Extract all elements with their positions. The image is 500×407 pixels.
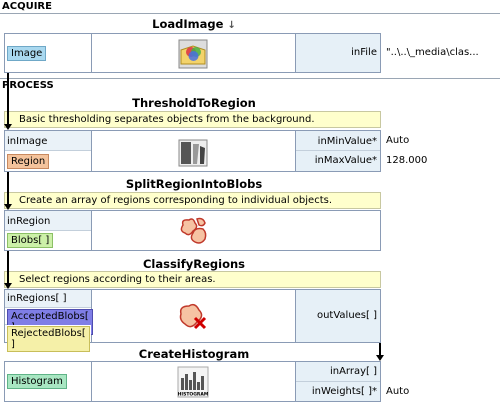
port-tag: RejectedBlobs[ ] [7,326,90,352]
output-port-histogram[interactable]: Histogram [5,362,91,401]
histogram-icon: HISTOGRAM [177,366,209,398]
input-port-inimage[interactable]: inImage [5,131,91,151]
histogram-icon-caption: HISTOGRAM [178,392,209,398]
params-column: inMinValue* inMaxValue* [295,131,380,171]
inputs-column: inImage Region [5,131,92,171]
param-inmaxvalue[interactable]: inMaxValue* [314,155,377,166]
output-port-rejectedblobs[interactable]: RejectedBlobs[ ] [5,325,91,352]
port-tag: Image [7,46,47,61]
arrow-down-icon [4,283,12,289]
classify-icon [179,303,207,330]
param-outvalues[interactable]: outValues[ ] [316,310,377,321]
filter-title-classifyregions[interactable]: ClassifyRegions [142,257,246,271]
arrow-down-icon [4,124,12,130]
filter-comment: Create an array of regions corresponding… [4,192,381,209]
threshold-icon [178,139,208,167]
port-tag: Blobs[ ] [7,233,54,248]
arrow-down-icon [4,204,12,210]
param-infile[interactable]: inFile [351,47,377,58]
filter-box-createhistogram[interactable]: Histogram HISTOGRAM inArray[ ] inWeights… [4,361,381,402]
port-tag: Region [7,154,50,169]
input-port-inregions[interactable]: inRegions[ ] [5,290,91,308]
output-port-region[interactable]: Region [5,151,91,171]
inputs-column: inRegions[ ] AcceptedBlobs[ ] RejectedBl… [5,290,93,352]
param-value-inweights[interactable]: Auto [386,386,410,397]
filter-title-text: LoadImage [152,17,224,31]
output-port-acceptedblobs[interactable]: AcceptedBlobs[ ] [5,308,93,335]
filter-comment: Basic thresholding separates objects fro… [4,111,381,128]
input-port-inregion[interactable]: inRegion [5,211,91,231]
filter-title-loadimage[interactable]: LoadImage ↓ [4,17,384,31]
connection-line [7,73,9,128]
filter-icon-area: HISTOGRAM [91,362,296,401]
filter-title-createhistogram[interactable]: CreateHistogram [138,347,250,361]
section-acquire: ACQUIRE [2,1,52,12]
load-image-icon [178,39,208,69]
filter-box-loadimage[interactable]: Image inFile [4,33,381,73]
filter-icon-area [91,211,296,250]
filter-box-thresholdtoregion[interactable]: inImage Region inMinValue* inMaxValue* [4,130,381,172]
blobs-icon [180,217,207,244]
param-value-inminvalue[interactable]: Auto [386,135,410,146]
connection-line [379,343,381,358]
params-column: inArray[ ] inWeights[ ]* [295,362,380,401]
filter-box-classifyregions[interactable]: inRegions[ ] AcceptedBlobs[ ] RejectedBl… [4,289,381,352]
filter-icon-area [91,34,296,72]
param-inarray[interactable]: inArray[ ] [296,362,380,382]
filter-box-splitregionintoblobs[interactable]: inRegion Blobs[ ] [4,210,381,251]
section-separator [0,13,500,14]
section-separator [0,78,500,79]
param-value-inmaxvalue[interactable]: 128.000 [386,155,428,166]
inputs-column: Histogram [5,362,92,401]
params-column: outValues[ ] [295,290,380,342]
arrow-down-icon: ↓ [227,20,236,31]
filter-comment: Select regions according to their areas. [4,271,381,288]
connection-line [7,251,9,287]
output-port-image[interactable]: Image [5,34,91,72]
inputs-column: inRegion Blobs[ ] [5,211,92,250]
inputs-column: Image [5,34,92,72]
output-port-blobs[interactable]: Blobs[ ] [5,231,91,250]
section-process: PROCESS [2,80,54,91]
filter-title-thresholdtoregion[interactable]: ThresholdToRegion [132,96,256,110]
param-value-infile[interactable]: "..\..\_media\clas... [386,47,479,58]
filter-icon-area [91,131,296,171]
filter-title-splitregionintoblobs[interactable]: SplitRegionIntoBlobs [125,177,263,191]
port-tag: Histogram [7,374,67,389]
filter-icon-area [91,290,296,342]
param-inweights[interactable]: inWeights[ ]* [311,386,377,397]
connection-line [7,172,9,208]
arrow-down-icon [376,355,384,361]
params-column: inFile [295,34,380,72]
param-inminvalue[interactable]: inMinValue* [296,131,380,151]
